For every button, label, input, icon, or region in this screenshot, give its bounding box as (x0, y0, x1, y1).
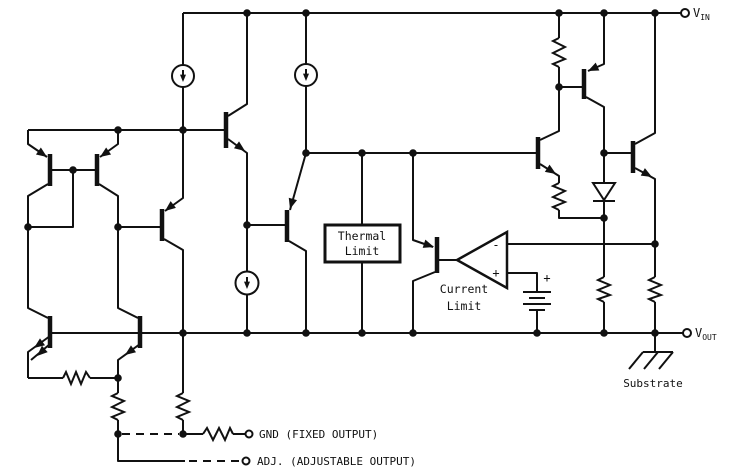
gnd-label: GND (FIXED OUTPUT) (259, 428, 378, 441)
current-limit-comparator: - + Current Limit (440, 229, 509, 313)
q8-emitter-arrow-icon (586, 62, 600, 75)
thermal-limit-block: Thermal Limit (323, 223, 402, 264)
current-limit-emitter-arrow-icon (422, 239, 436, 252)
battery-icon: + (523, 271, 551, 311)
q3-emitter-arrow-icon (162, 201, 176, 215)
q10-emitter-arrow-icon (640, 168, 655, 181)
resistor-divider-r2 (174, 392, 192, 421)
current-limit-label-line2: Limit (447, 299, 482, 313)
current-source-icons (171, 63, 318, 296)
resistor-gnd-pin (202, 425, 234, 443)
adj-terminal-icon (241, 456, 251, 466)
q1-emitter-arrow-icon (35, 147, 50, 161)
vout-terminal-icon (682, 328, 692, 338)
junction-dots (24, 9, 659, 438)
substrate-ground-icon (628, 351, 674, 370)
resistor-bottom-left-horizontal (62, 369, 91, 387)
thermal-limit-label-line1: Thermal (338, 229, 386, 243)
emitter-arrows (31, 62, 655, 360)
battery-plus-label: + (543, 271, 550, 285)
adj-label: ADJ. (ADJUSTABLE OUTPUT) (257, 455, 416, 468)
current-limit-label-line1: Current (440, 282, 488, 296)
resistors (62, 37, 664, 443)
resistor-diode-leg (595, 276, 613, 303)
q9-emitter-arrow-icon (544, 164, 559, 178)
gnd-terminal: GND (FIXED OUTPUT) (244, 428, 378, 441)
vout-terminal: VOUT (682, 326, 717, 342)
vin-terminal: VIN (680, 6, 710, 22)
resistor-divider-r1 (109, 392, 127, 421)
comparator-plus-label: + (492, 266, 499, 280)
diode-icon (591, 182, 617, 202)
gnd-terminal-icon (244, 429, 254, 439)
wires (27, 12, 683, 462)
substrate-label: Substrate (623, 377, 683, 390)
transistors (47, 69, 636, 348)
comparator-minus-label: - (492, 238, 499, 252)
thermal-limit-label-line2: Limit (345, 244, 380, 258)
vout-label: VOUT (695, 326, 717, 342)
adj-terminal: ADJ. (ADJUSTABLE OUTPUT) (241, 455, 416, 468)
resistor-driver-emitter (550, 182, 568, 211)
resistor-bias-top (550, 37, 568, 68)
vin-terminal-icon (680, 8, 690, 18)
comparator-icon (454, 229, 509, 291)
resistor-current-sense (646, 276, 664, 303)
vin-label: VIN (693, 6, 710, 22)
